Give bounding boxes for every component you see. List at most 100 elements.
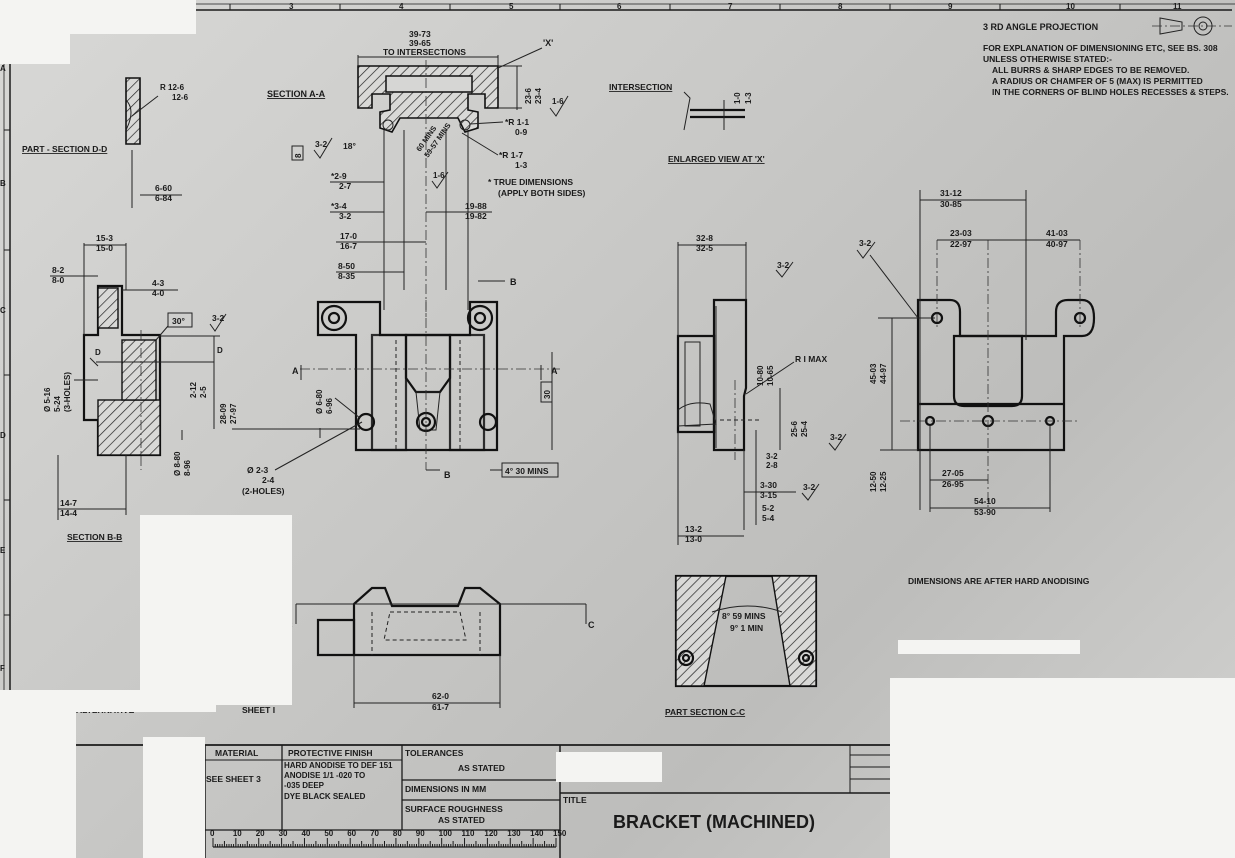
scale-label: 130 bbox=[507, 829, 521, 838]
scale-label: 0 bbox=[210, 829, 215, 838]
side-view bbox=[676, 298, 760, 460]
dim-8-0: 8-0 bbox=[52, 275, 65, 285]
finish-line-1: HARD ANODISE TO DEF 151 bbox=[284, 761, 393, 770]
dim-angle-30: 30° bbox=[172, 316, 185, 326]
zone-row-labels: A B C D E F bbox=[0, 64, 6, 673]
dim-4-0: 4-0 bbox=[152, 288, 165, 298]
view-titles: SECTION A-A PART - SECTION D-D SECTION B… bbox=[22, 82, 765, 717]
dim-19-82: 19-82 bbox=[465, 211, 487, 221]
part-section-dd-view: R 12-6 12-6 6-60 6-84 bbox=[125, 77, 189, 208]
blank-patch bbox=[898, 640, 1080, 654]
dim-16-7: 16-7 bbox=[340, 241, 357, 251]
detail-x-label: 'X' bbox=[543, 38, 553, 48]
zone-col-7: 7 bbox=[728, 2, 733, 11]
note-line-2: UNLESS OTHERWISE STATED:- bbox=[983, 54, 1112, 64]
finish-mark-16-b: 1-6 bbox=[433, 171, 445, 180]
blank-patch bbox=[0, 690, 76, 858]
dim-12-25: 12-25 bbox=[879, 471, 888, 492]
dim-31-12: 31-12 bbox=[940, 188, 962, 198]
tolerances-header: TOLERANCES bbox=[405, 748, 464, 758]
zone-col-6: 6 bbox=[617, 2, 622, 11]
roughness-header: SURFACE ROUGHNESS bbox=[405, 804, 503, 814]
dim-angle-18: 18° bbox=[343, 141, 356, 151]
projection-label: 3 RD ANGLE PROJECTION bbox=[983, 22, 1098, 32]
alternative-sheet-ref: SHEET I bbox=[242, 705, 275, 715]
general-notes: 3 RD ANGLE PROJECTION FOR EXPLANATION OF… bbox=[983, 16, 1232, 97]
dim-27-05: 27-05 bbox=[942, 468, 964, 478]
section-bb-dimensions: 15-3 15-0 8-2 8-0 4-3 4-0 30° 3-2 Ø 5-16… bbox=[43, 233, 238, 520]
dim-62-0: 62-0 bbox=[432, 691, 449, 701]
dim-top-width-lower: 39-65 bbox=[409, 38, 431, 48]
tolerances-value: AS STATED bbox=[458, 763, 505, 773]
dim-26-95: 26-95 bbox=[942, 479, 964, 489]
dim-box-30: 30 bbox=[543, 390, 552, 399]
dim-8-2: 8-2 bbox=[52, 265, 65, 275]
finish-line-2: ANODISE 1/1 -020 TO bbox=[284, 771, 365, 780]
dim-dia-5-16: Ø 5-16 bbox=[43, 387, 52, 412]
drawing-title: BRACKET (MACHINED) bbox=[613, 812, 815, 832]
zone-row-c: C bbox=[0, 306, 6, 315]
dimensions-units: DIMENSIONS IN MM bbox=[405, 784, 486, 794]
box-8-label: 8 bbox=[294, 153, 303, 158]
dim-13-0: 13-0 bbox=[685, 534, 702, 544]
finish-line-3: -035 DEEP bbox=[284, 781, 325, 790]
dim-r12-6-upper: R 12-6 bbox=[160, 83, 185, 92]
dim-30-85: 30-85 bbox=[940, 199, 962, 209]
dim-23-4: 23-4 bbox=[534, 87, 543, 104]
dim-54-10: 54-10 bbox=[974, 496, 996, 506]
dim-dia-3-holes: (3-HOLES) bbox=[63, 372, 72, 412]
dim-dia-6-80: Ø 6-80 bbox=[315, 389, 324, 414]
dim-15-3: 15-3 bbox=[96, 233, 113, 243]
note-line-1: FOR EXPLANATION OF DIMENSIONING ETC, SEE… bbox=[983, 43, 1218, 53]
zone-col-3: 3 bbox=[289, 2, 294, 11]
scale-label: 30 bbox=[279, 829, 288, 838]
dim-3-2: 3-2 bbox=[766, 452, 778, 461]
note-line-4: A RADIUS OR CHAMFER OF 5 (MAX) IS PERMIT… bbox=[992, 76, 1203, 86]
dim-8-50: 8-50 bbox=[338, 261, 355, 271]
scale-label: 110 bbox=[462, 829, 475, 838]
blank-patch bbox=[890, 678, 1235, 858]
plan-view-dimensions: 31-12 30-85 23-03 22-97 41-03 40-97 3-2 … bbox=[828, 188, 1090, 586]
dim-32-5: 32-5 bbox=[696, 243, 713, 253]
scale-label: 60 bbox=[347, 829, 356, 838]
dim-3-15: 3-15 bbox=[760, 490, 777, 500]
finish-mark-32-d: 3-2 bbox=[803, 482, 816, 492]
section-arrow-c-right: C bbox=[588, 620, 595, 630]
dim-25-4: 25-4 bbox=[800, 420, 809, 437]
scale-label: 120 bbox=[484, 829, 498, 838]
zone-row-d: D bbox=[0, 431, 6, 440]
section-bb-title: SECTION B-B bbox=[67, 532, 122, 542]
dim-15-0: 15-0 bbox=[96, 243, 113, 253]
section-arrow-a-right: A bbox=[551, 366, 558, 376]
dim-53-90: 53-90 bbox=[974, 507, 996, 517]
dim-40-97: 40-97 bbox=[1046, 239, 1068, 249]
scale-label: 140 bbox=[530, 829, 544, 838]
dim-5-2: 5-2 bbox=[762, 503, 775, 513]
section-letter-d-right: D bbox=[217, 346, 223, 355]
dim-dia-6-96: 6-96 bbox=[325, 397, 334, 414]
dim-dia-8-80: Ø 8-80 bbox=[173, 451, 182, 476]
zone-row-f: F bbox=[0, 664, 5, 673]
zone-col-4: 4 bbox=[399, 2, 404, 11]
blank-patch bbox=[556, 752, 662, 782]
scale-label: 10 bbox=[233, 829, 242, 838]
part-section-cc-view: 8° 59 MINS 9° 1 MIN bbox=[674, 574, 818, 688]
section-aa-title: SECTION A-A bbox=[267, 89, 326, 99]
section-arrow-b-top: B bbox=[510, 277, 517, 287]
zone-col-9: 9 bbox=[948, 2, 953, 11]
dim-19-88: 19-88 bbox=[465, 201, 487, 211]
note-line-3: ALL BURRS & SHARP EDGES TO BE REMOVED. bbox=[992, 65, 1189, 75]
true-dims-note-2: (APPLY BOTH SIDES) bbox=[498, 188, 586, 198]
dim-14-7: 14-7 bbox=[60, 498, 77, 508]
finish-mark-32-b: 3-2 bbox=[212, 313, 225, 323]
section-arrow-a-left: A bbox=[292, 366, 299, 376]
dim-1-0: 1-0 bbox=[733, 92, 742, 104]
dim-25-6: 25-6 bbox=[790, 420, 799, 437]
dim-r12-6-lower: 12-6 bbox=[172, 93, 189, 102]
section-arrow-b-bottom: B bbox=[444, 470, 451, 480]
blank-patch bbox=[0, 34, 70, 64]
blank-patch bbox=[76, 690, 216, 712]
dim-13-2: 13-2 bbox=[685, 524, 702, 534]
